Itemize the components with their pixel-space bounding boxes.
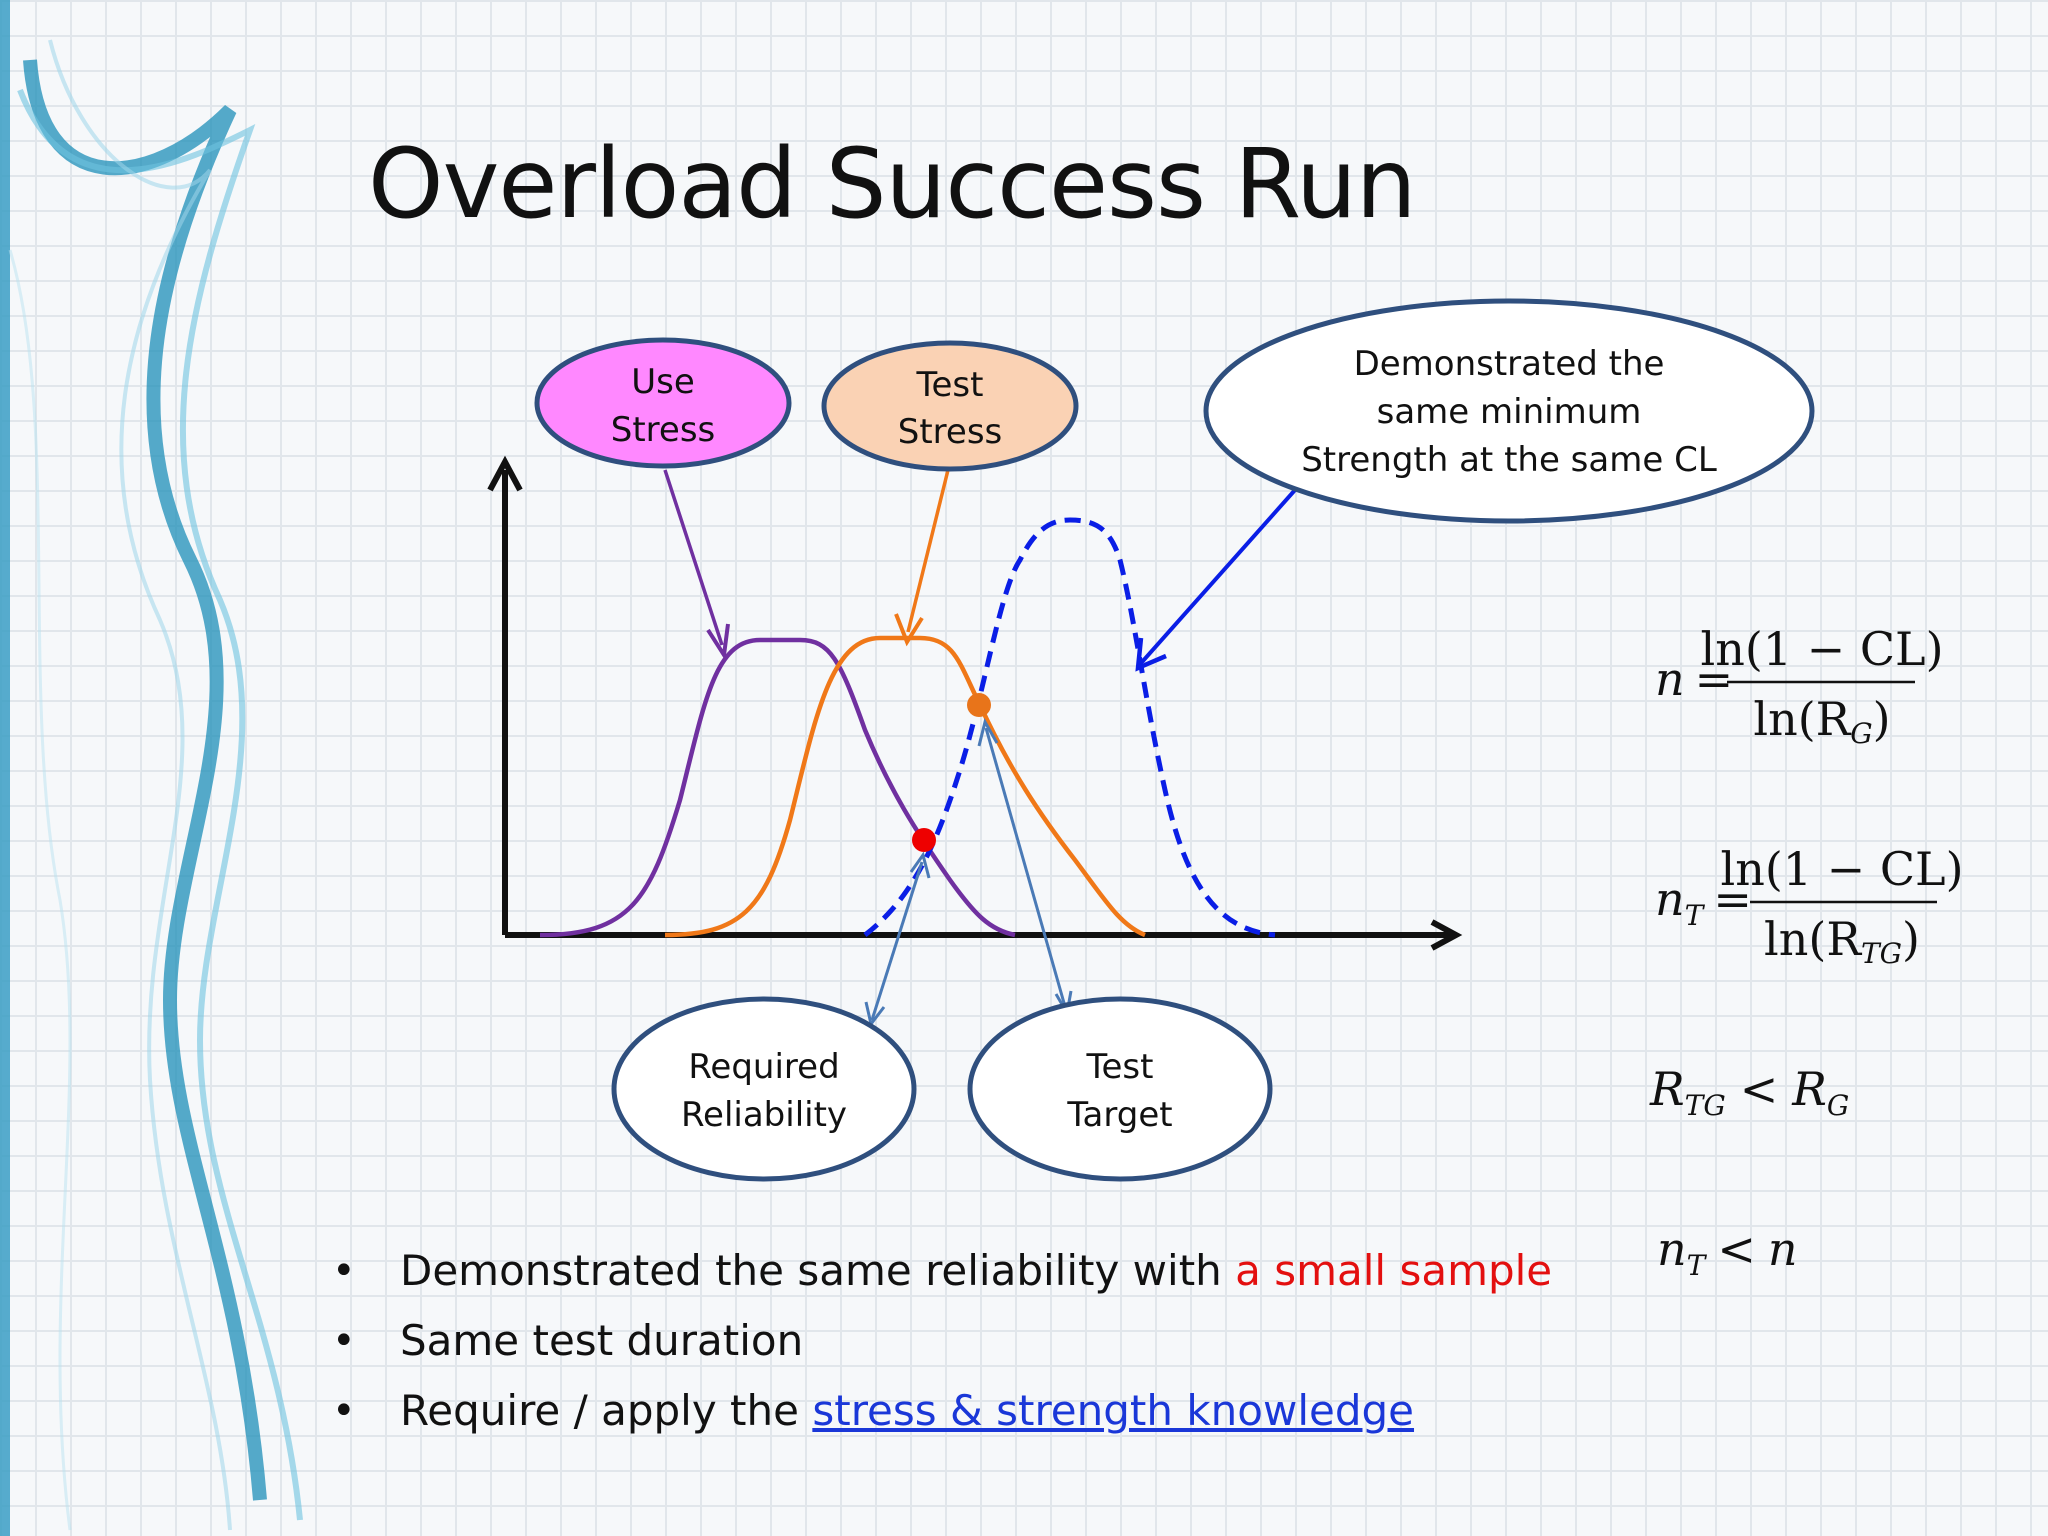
use-stress-callout: Use Stress [534, 337, 792, 469]
bullet-2-text: Same test duration [400, 1316, 804, 1365]
formula-n-compare: nT<n [1657, 1222, 1798, 1282]
demonstrated-label-line2: same minimum [1377, 392, 1642, 432]
formula-r-op: < [1740, 1062, 1779, 1116]
formula-nt-lhs: n [1655, 872, 1685, 926]
svg-text:ln(RG): ln(RG) [1753, 692, 1890, 750]
test-stress-curve [664, 635, 1146, 938]
formula-nc-left-sub: T [1687, 1249, 1708, 1282]
bullet-1-highlight: a small sample [1235, 1246, 1553, 1295]
svg-text:nT<n: nT<n [1657, 1222, 1798, 1282]
demonstrated-label-line1: Demonstrated the [1354, 344, 1665, 384]
formula-n-t: nT= ln(1 − CL) ln(RTG) [1655, 842, 1964, 970]
demonstrated-strength-callout: Demonstrated the same minimum Strength a… [1203, 298, 1815, 524]
formula-r-left: R [1649, 1062, 1685, 1116]
formula-nt-den-pre: ln(R [1764, 912, 1862, 966]
test-target-pointer-head-top [977, 718, 999, 747]
required-reliability-pointer [870, 861, 924, 1021]
use-stress-label-line2: Stress [611, 410, 716, 450]
test-stress-pointer-head [894, 613, 924, 647]
formula-nc-right: n [1768, 1222, 1798, 1276]
use-stress-curve [539, 637, 1016, 938]
test-target-label-line1: Test [1086, 1047, 1154, 1087]
formula-nt-eq: = [1713, 872, 1752, 926]
x-axis-arrowhead [1430, 919, 1463, 951]
formula-r-right: R [1791, 1062, 1827, 1116]
stress-strength-knowledge-link[interactable]: stress & strength knowledge [812, 1386, 1415, 1435]
formula-r-compare: RTG<RG [1649, 1062, 1849, 1122]
formula-nc-left: n [1657, 1222, 1687, 1276]
use-stress-label-line1: Use [631, 362, 695, 402]
bullet-1-text: Demonstrated the same reliability with [400, 1246, 1236, 1295]
decorative-swirl-art [0, 0, 303, 1536]
demonstrated-label-line3: Strength at the same CL [1301, 440, 1717, 480]
bullet-item-knowledge: Require / apply the stress & strength kn… [332, 1376, 1552, 1446]
formula-n: n= ln(1 − CL) ln(RG) [1655, 622, 1944, 750]
demonstrated-strength-curve [863, 517, 1276, 938]
formula-n-den-pre: ln(R [1753, 692, 1851, 746]
test-stress-callout: Test Stress [821, 340, 1079, 472]
svg-text:RTG<RG: RTG<RG [1649, 1062, 1849, 1122]
svg-text:ln(RTG): ln(RTG) [1764, 912, 1920, 970]
formula-nt-den-sub: TG [1861, 937, 1902, 970]
test-target-point [967, 693, 991, 717]
formula-n-eq: = [1695, 652, 1734, 706]
svg-text:n=: n= [1655, 652, 1733, 706]
bullet-list: Demonstrated the same reliability with a… [332, 1236, 1552, 1446]
formula-n-lhs: n [1655, 652, 1685, 706]
bullet-item-small-sample: Demonstrated the same reliability with a… [332, 1236, 1552, 1306]
use-stress-pointer [663, 469, 724, 646]
y-axis-arrowhead [487, 455, 523, 492]
required-reliability-point [912, 828, 936, 852]
formula-n-den-sub: G [1850, 717, 1872, 750]
required-reliability-pointer-head-top [909, 851, 931, 879]
formula-r-left-sub: TG [1685, 1089, 1726, 1122]
test-stress-label-line2: Stress [898, 412, 1003, 452]
demonstrated-pointer-head [1135, 637, 1167, 672]
test-target-pointer [984, 727, 1068, 1011]
svg-text:nT=: nT= [1655, 872, 1752, 932]
required-reliability-callout: Required Reliability [611, 996, 917, 1182]
bullet-item-test-duration: Same test duration [332, 1306, 1552, 1376]
required-reliability-label-line2: Reliability [681, 1095, 847, 1135]
formula-n-numerator: ln(1 − CL) [1700, 622, 1943, 676]
test-stress-pointer [906, 469, 950, 633]
formula-nt-lhs-sub: T [1685, 899, 1706, 932]
formula-nc-op: < [1717, 1222, 1756, 1276]
test-target-callout: Test Target [967, 996, 1273, 1182]
formula-nt-den-post: ) [1902, 912, 1920, 966]
demonstrated-pointer [1140, 488, 1297, 664]
test-target-label-line2: Target [1066, 1095, 1172, 1135]
formula-nt-numerator: ln(1 − CL) [1720, 842, 1963, 896]
bullet-3-text: Require / apply the [400, 1386, 813, 1435]
formula-n-den-post: ) [1873, 692, 1891, 746]
required-reliability-label-line1: Required [688, 1047, 839, 1087]
slide-title: Overload Success Run [368, 128, 1417, 240]
use-stress-pointer-head [706, 623, 730, 661]
formula-r-right-sub: G [1827, 1089, 1849, 1122]
test-stress-label-line1: Test [916, 365, 984, 405]
